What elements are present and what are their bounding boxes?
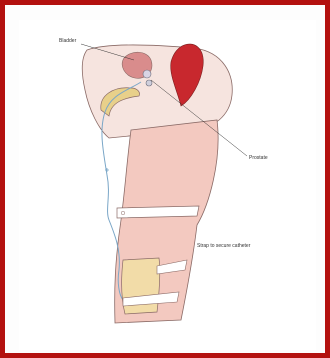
catheter-anatomy-illustration	[19, 20, 316, 350]
bladder-label: Bladder	[59, 38, 76, 44]
prostate	[143, 70, 151, 78]
strap-label: Strap to secure catheter	[197, 243, 250, 249]
thigh-strap	[117, 206, 199, 218]
prostate-label: Prostate	[249, 155, 268, 161]
illustration-panel: Bladder Prostate Strap to secure cathete…	[19, 20, 316, 350]
